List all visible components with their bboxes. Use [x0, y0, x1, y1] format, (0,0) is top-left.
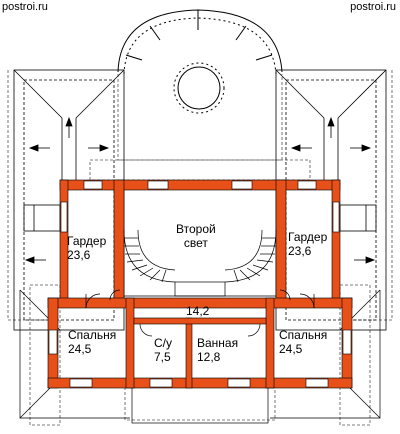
room-wardrobe-left: Гардер 23,6 [67, 234, 106, 262]
room-bedroom-left-name: Спальня [68, 328, 117, 342]
room-wardrobe-left-name: Гардер [67, 234, 107, 248]
room-wardrobe-left-area: 23,6 [67, 248, 91, 262]
roof-right [275, 69, 387, 331]
room-bedroom-left-area: 24,5 [68, 342, 92, 356]
room-second-light: Второй свет [176, 222, 216, 250]
room-hall-area: 14,2 [186, 304, 210, 318]
room-bathroom: Ванная 12,8 [197, 336, 238, 364]
roof-left [13, 69, 125, 331]
site-watermark-right: postroi.ru [350, 1, 396, 13]
room-bedroom-right: Спальня 24,5 [279, 328, 327, 356]
room-wc: С/у 7,5 [154, 336, 172, 364]
room-second-light-name-1: Второй [176, 222, 216, 236]
room-wardrobe-right: Гардер 23,6 [288, 230, 327, 258]
room-wardrobe-right-name: Гардер [288, 230, 328, 244]
windows [48, 180, 352, 388]
site-watermark-left: postroi.ru [2, 1, 48, 13]
room-second-light-name-2: свет [183, 236, 208, 250]
dome [117, 9, 283, 114]
room-wc-area: 7,5 [154, 350, 171, 364]
room-wardrobe-right-area: 23,6 [288, 244, 312, 258]
room-wc-name: С/у [154, 336, 172, 350]
room-bedroom-right-name: Спальня [279, 328, 328, 342]
room-bathroom-name: Ванная [197, 336, 239, 350]
room-bedroom-left: Спальня 24,5 [68, 328, 116, 356]
room-bathroom-area: 12,8 [197, 350, 221, 364]
room-hall: 14,2 [186, 304, 209, 318]
doors [85, 289, 315, 337]
room-bedroom-right-area: 24,5 [279, 342, 303, 356]
stairs [123, 229, 277, 297]
